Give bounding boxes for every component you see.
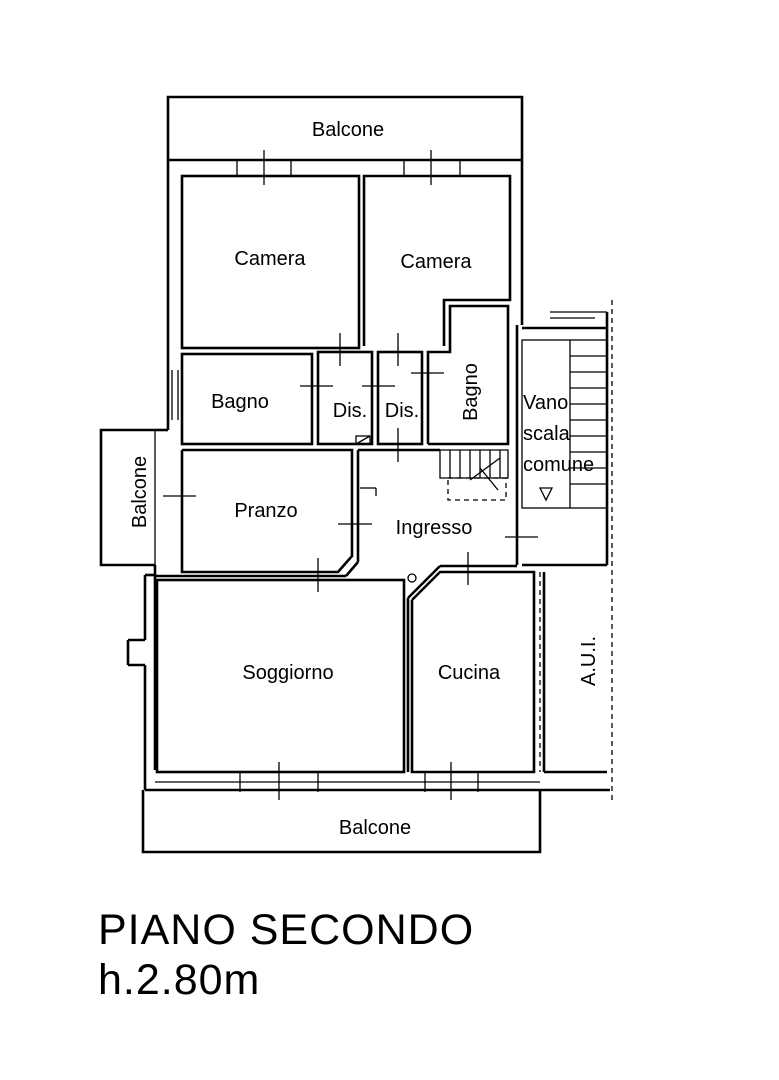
label-ingresso: Ingresso xyxy=(396,517,473,539)
label-balcone-top: Balcone xyxy=(312,119,384,141)
room-vano-scala xyxy=(521,311,608,567)
label-vano-scala-1: Vano xyxy=(523,392,568,414)
label-soggiorno: Soggiorno xyxy=(242,662,333,684)
label-vano-scala-2: scala xyxy=(523,423,571,445)
label-dis-1: Dis. xyxy=(333,400,367,422)
room-dis-1 xyxy=(316,350,374,446)
label-camera-right: Camera xyxy=(400,251,472,273)
balcony-left xyxy=(99,428,156,567)
label-camera-left: Camera xyxy=(234,248,306,270)
label-balcone-left: Balcone xyxy=(129,456,151,528)
label-cucina: Cucina xyxy=(438,662,501,684)
label-pranzo: Pranzo xyxy=(234,500,297,522)
room-bagno-right xyxy=(426,304,510,446)
stairs xyxy=(439,449,509,501)
floor-name: PIANO SECONDO xyxy=(98,906,475,954)
door-markers xyxy=(163,333,538,592)
room-pranzo xyxy=(180,448,354,574)
label-bagno-right: Bagno xyxy=(460,363,482,421)
room-camera-left xyxy=(180,174,361,350)
room-camera-right xyxy=(362,174,512,346)
window-markers xyxy=(171,150,479,800)
label-bagno-left: Bagno xyxy=(211,391,269,413)
room-soggiorno xyxy=(155,578,406,774)
room-aui xyxy=(539,300,613,800)
room-cucina xyxy=(410,570,536,774)
floor-title: PIANO SECONDO h.2.80m xyxy=(98,905,474,1005)
label-balcone-bottom: Balcone xyxy=(339,817,411,839)
room-bagno-left xyxy=(180,352,314,446)
shaft xyxy=(355,435,371,445)
room-ingresso xyxy=(155,448,517,772)
balcony-bottom xyxy=(141,790,542,854)
floor-height: h.2.80m xyxy=(98,956,261,1004)
label-vano-scala-3: comune xyxy=(523,454,594,476)
room-dis-2 xyxy=(376,350,424,446)
label-aui: A.U.I. xyxy=(578,636,600,686)
label-dis-2: Dis. xyxy=(385,400,419,422)
floor-plan: Balcone Camera Camera Bagno Dis. Dis. Ba… xyxy=(99,95,613,854)
